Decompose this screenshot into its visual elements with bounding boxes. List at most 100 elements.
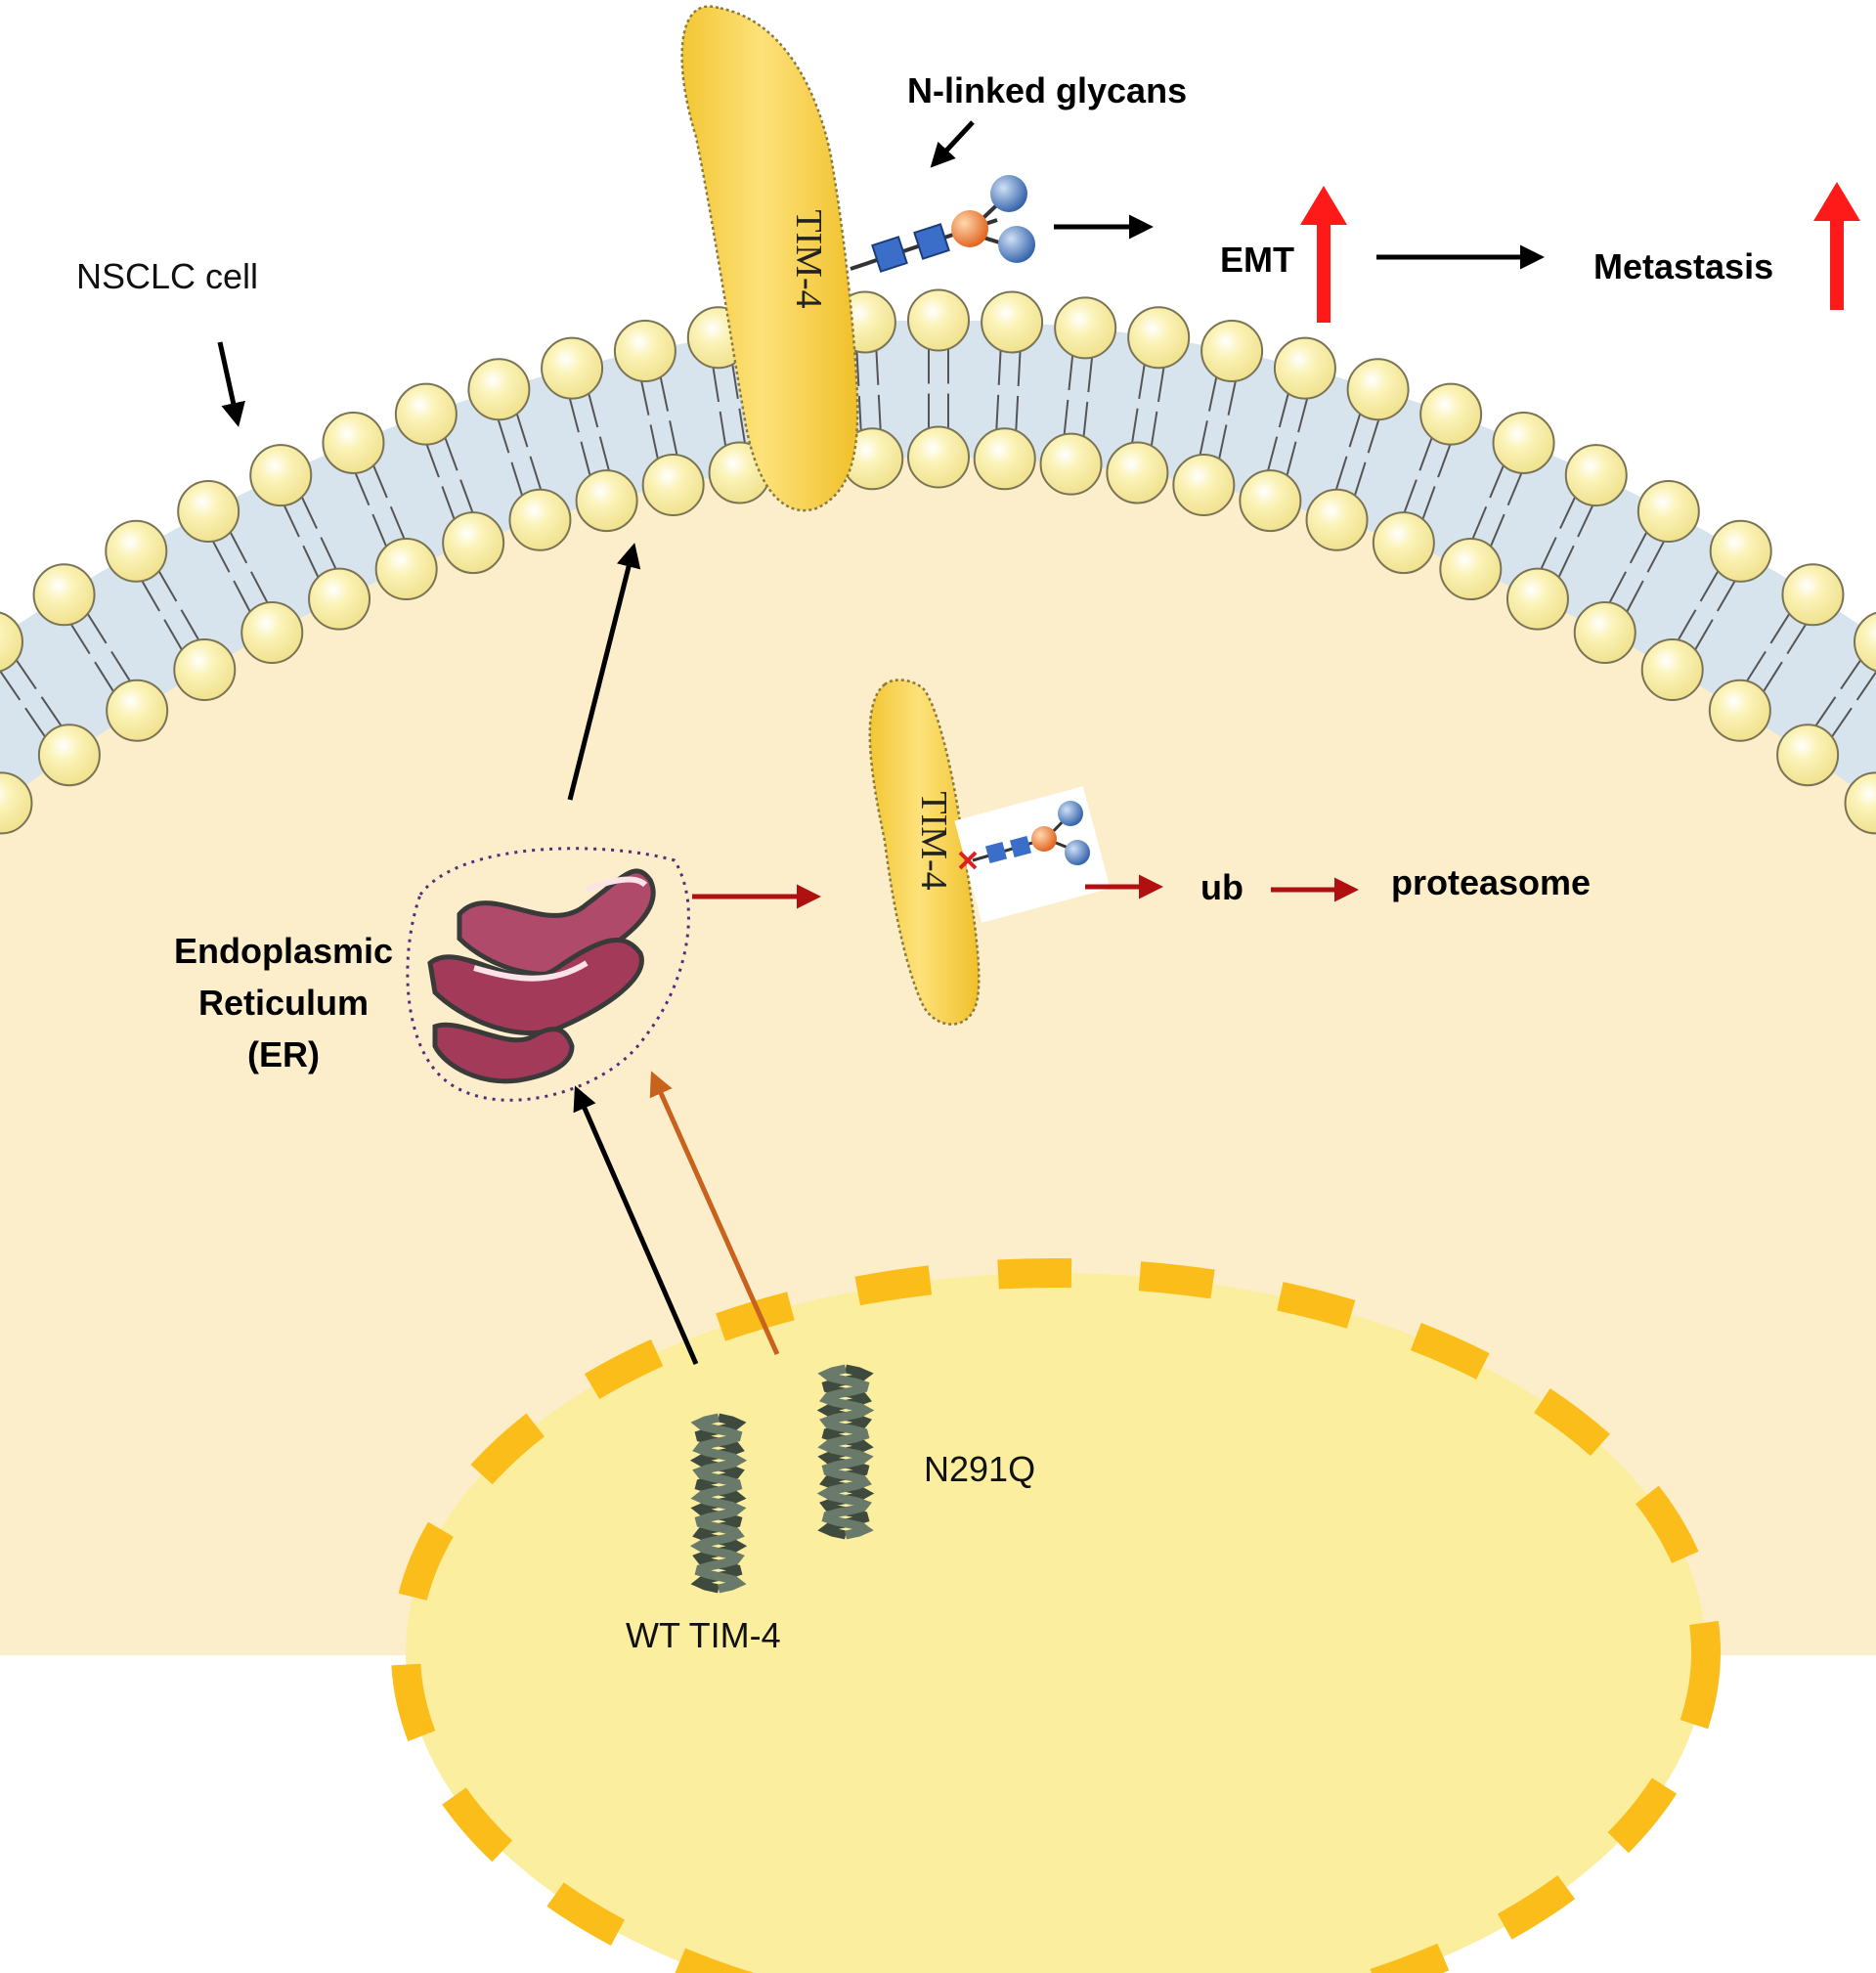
mutant-dna-helix	[816, 1364, 875, 1540]
lipid-head	[1419, 382, 1483, 446]
lipid-tail	[424, 440, 440, 478]
dna-strand	[816, 1364, 875, 1540]
lipid-tail	[997, 345, 1002, 385]
lipid-tail	[110, 650, 134, 685]
lipid-tail	[299, 492, 318, 530]
lipid-tail	[459, 479, 475, 517]
arrow-er-to-membrane	[567, 543, 641, 801]
lipid-tail	[0, 669, 22, 701]
lipid-head	[105, 519, 168, 583]
lipid-tail	[514, 409, 529, 448]
lipid-head	[1106, 441, 1169, 504]
lipid-tail	[94, 661, 117, 696]
lipid-tail	[1198, 420, 1208, 460]
nuclear-envelope	[391, 1258, 1721, 1973]
lipid-head	[575, 469, 638, 533]
lipid-tail	[1786, 620, 1810, 655]
arrow-glycan-pointer	[930, 120, 975, 168]
lipid-tail	[40, 696, 65, 730]
lipid-tail	[1130, 408, 1139, 448]
lipid-tail	[1227, 376, 1238, 416]
wt-label: WT TIM-4	[626, 1615, 781, 1655]
er-label-line1: Endoplasmic	[174, 931, 393, 971]
lipid-head	[641, 454, 705, 517]
lipid-head	[1127, 306, 1191, 370]
lipid-head	[1305, 488, 1369, 551]
lipid-head	[1564, 444, 1628, 507]
lipid-tail	[1743, 650, 1767, 685]
lipid-tail	[857, 395, 862, 435]
lipid-tail	[227, 528, 248, 564]
lipid-tail	[1760, 661, 1783, 696]
lipid-head	[106, 679, 169, 742]
lipid-head	[1439, 538, 1503, 601]
lipid-tail	[1855, 670, 1876, 701]
lipid-tail	[1402, 479, 1418, 517]
mutant-label: N291Q	[924, 1449, 1035, 1489]
lipid-tail	[210, 537, 231, 573]
lipid-head	[173, 637, 237, 701]
lipid-tail	[658, 373, 670, 412]
emt-label: EMT	[1220, 240, 1294, 280]
lipid-tail	[1538, 537, 1557, 574]
lipid-head	[0, 771, 33, 835]
lipid-tail	[1629, 528, 1650, 564]
er-label-line3: (ER)	[247, 1034, 320, 1074]
lipid-tail	[84, 609, 108, 644]
er-label-line2: Reticulum	[198, 983, 369, 1023]
lipid-tail	[1559, 492, 1578, 530]
lipid-tail	[1840, 656, 1864, 690]
lipid-head	[374, 538, 438, 601]
endoplasmic-reticulum	[406, 847, 690, 1102]
cell-label: NSCLC cell	[76, 256, 258, 296]
lipid-tail	[669, 420, 679, 460]
lipid-tail	[1150, 411, 1158, 451]
lipid-tail	[510, 461, 525, 501]
lipid-head	[442, 511, 505, 575]
lipid-tail	[730, 360, 739, 400]
ub-label: ub	[1200, 867, 1243, 907]
lipid-tail	[1717, 576, 1738, 612]
lipid-tail	[320, 537, 339, 574]
lipid-tail	[1769, 609, 1793, 644]
lipid-tail	[567, 394, 580, 433]
lipid-head	[1273, 336, 1336, 400]
lipid-head	[1372, 511, 1435, 575]
lipid-head	[1708, 679, 1771, 742]
lipid-tail	[24, 707, 49, 741]
lipid-head	[1172, 454, 1236, 517]
lipid-tail	[442, 433, 458, 471]
lipid-tail	[877, 394, 882, 434]
lipid-head	[0, 611, 23, 673]
lipid-head	[541, 336, 604, 400]
lipid-tail	[1217, 424, 1228, 463]
lipid-head	[308, 567, 371, 631]
lipid-tail	[1812, 696, 1837, 730]
lipid-tail	[1606, 571, 1627, 607]
lipid-tail	[1488, 513, 1505, 551]
wt-dna-helix	[689, 1413, 748, 1594]
lipid-tail	[353, 468, 371, 506]
lipid-tail	[302, 545, 322, 582]
lipid-tail	[875, 345, 880, 385]
blocked-x-icon	[958, 851, 978, 870]
lipid-tail	[1675, 609, 1697, 644]
lipid-tail	[1015, 395, 1020, 435]
lipid-head	[1776, 723, 1840, 787]
lipid-tail	[1348, 409, 1363, 448]
lipid-tail	[13, 656, 37, 690]
lipid-head	[1239, 469, 1302, 533]
lipid-head	[1636, 480, 1700, 544]
lipid-head	[37, 723, 101, 787]
lipid-head	[249, 444, 313, 507]
lipid-head	[1346, 358, 1410, 421]
lipid-tail	[371, 513, 389, 551]
lipid-head	[394, 382, 458, 446]
lipid-tail	[1068, 351, 1074, 391]
metastasis-label: Metastasis	[1593, 246, 1773, 286]
lipid-tail	[1333, 456, 1348, 495]
arrow-mutant-to-er	[649, 1071, 780, 1356]
lipid-tail	[496, 415, 510, 454]
lipid-tail	[1285, 441, 1297, 480]
dna-strand	[689, 1413, 748, 1594]
